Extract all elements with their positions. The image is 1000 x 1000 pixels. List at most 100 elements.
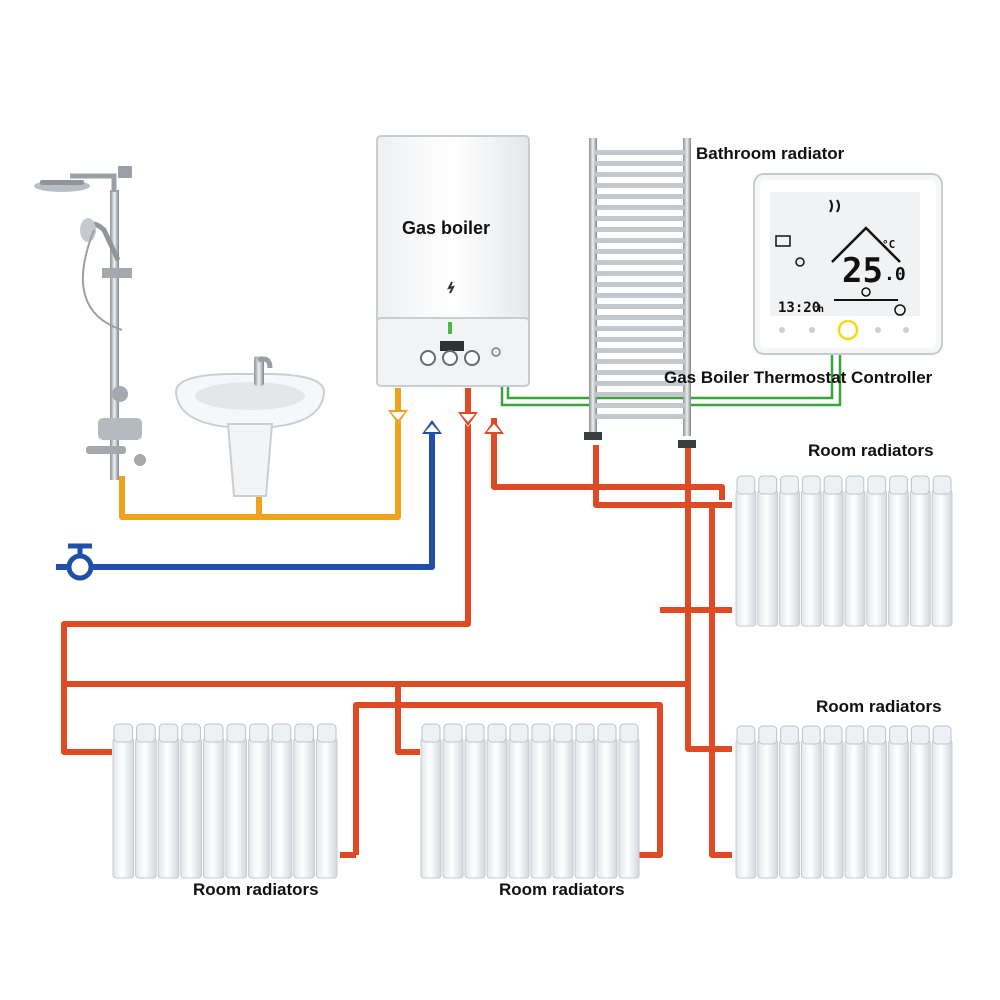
gas-boiler-label: Gas boiler xyxy=(402,218,491,238)
radiator-fin xyxy=(844,739,866,879)
thermostat-unit: °C xyxy=(882,238,895,251)
radiator-fin-top xyxy=(136,723,156,743)
radiator-fin-top xyxy=(421,723,441,743)
radiator-fin xyxy=(888,489,909,627)
radiator-fin xyxy=(866,489,888,627)
radiator-fin-top xyxy=(113,723,134,743)
towel-bar xyxy=(595,381,685,386)
thermostat-temperature: 25 xyxy=(842,251,883,291)
radiator-icon xyxy=(735,725,953,879)
heating-pipes xyxy=(61,388,732,858)
radiator-fin xyxy=(442,737,464,879)
radiator-fin xyxy=(157,737,180,879)
radiator-fin xyxy=(844,489,866,627)
radiator-fin-top xyxy=(181,723,201,743)
radiator-fin xyxy=(779,489,800,627)
radiator-fin-top xyxy=(780,725,799,745)
radiator-fin xyxy=(596,737,618,879)
towel-bar xyxy=(595,172,685,177)
towel-bar xyxy=(595,271,685,276)
radiator-fin xyxy=(618,737,640,879)
towel-radiator-bars xyxy=(595,150,685,419)
radiator-fin-top xyxy=(932,725,952,745)
radiator-fin xyxy=(135,737,157,879)
radiator-icon xyxy=(420,723,640,879)
radiator-fin-top xyxy=(249,723,269,743)
radiator-fin xyxy=(757,739,779,879)
room-radiators-label-right-bottom: Room radiators xyxy=(816,697,942,716)
radiator-fin-top xyxy=(758,725,778,745)
radiator-fin-top xyxy=(845,725,865,745)
radiator-fin-top xyxy=(780,475,799,495)
radiator-fin-top xyxy=(158,723,179,743)
radiator-fin xyxy=(508,737,530,879)
radiator-fin-top xyxy=(736,475,756,495)
towel-bar xyxy=(595,150,685,155)
gas-boiler-icon xyxy=(376,135,530,387)
towel-bar xyxy=(595,183,685,188)
towel-bar xyxy=(595,293,685,298)
radiator-fin xyxy=(866,739,888,879)
towel-bar xyxy=(595,304,685,309)
radiator-fin-top xyxy=(465,723,485,743)
radiator-icon xyxy=(112,723,338,879)
radiator-fin xyxy=(270,737,293,879)
towel-bar xyxy=(595,392,685,397)
towel-bar xyxy=(595,414,685,419)
sink-icon xyxy=(174,356,326,497)
towel-bar xyxy=(595,359,685,364)
radiator-fin-top xyxy=(758,475,778,495)
room-radiators-label-right-top: Room radiators xyxy=(808,441,934,460)
radiator-fin-top xyxy=(226,723,247,743)
valve-icon xyxy=(66,543,94,581)
flow-arrow-icon xyxy=(388,410,504,434)
radiator-fin-top xyxy=(619,723,639,743)
radiator-fin-top xyxy=(823,725,843,745)
radiator-fin xyxy=(822,739,844,879)
radiator-fin-top xyxy=(531,723,551,743)
towel-bar xyxy=(595,315,685,320)
radiator-fin xyxy=(112,737,135,879)
towel-bar xyxy=(595,403,685,408)
radiator-fin-top xyxy=(845,475,865,495)
bathroom-radiator-label: Bathroom radiator xyxy=(696,144,845,163)
radiator-fin xyxy=(180,737,202,879)
thermostat-icon: 25 .0 °C 13:20 h xyxy=(753,173,943,355)
radiator-fin-top xyxy=(203,723,224,743)
flow-arrow-icon xyxy=(390,412,502,434)
radiator-fin-top xyxy=(823,475,843,495)
towel-bar xyxy=(595,194,685,199)
radiator-fin-top xyxy=(736,725,756,745)
towel-bar xyxy=(595,205,685,210)
room-radiators xyxy=(112,475,953,879)
radiator-fin-top xyxy=(867,725,887,745)
room-radiators-label-middle: Room radiators xyxy=(499,880,625,899)
radiator-fin-top xyxy=(867,475,887,495)
thermostat-controller-label: Gas Boiler Thermostat Controller xyxy=(664,368,933,387)
thermostat-time-suffix: h xyxy=(818,304,824,315)
radiator-fin xyxy=(293,737,315,879)
towel-bar xyxy=(595,238,685,243)
radiator-fin-top xyxy=(889,725,908,745)
radiator-fin-top xyxy=(294,723,314,743)
radiator-fin xyxy=(800,489,822,627)
radiator-fin xyxy=(574,737,596,879)
towel-bar xyxy=(595,161,685,166)
radiator-fin-top xyxy=(801,475,821,495)
radiator-fin xyxy=(225,737,248,879)
radiator-fin xyxy=(735,739,757,879)
radiator-fin-top xyxy=(889,475,908,495)
radiator-fin xyxy=(486,737,508,879)
radiator-fin xyxy=(420,737,442,879)
radiator-fin xyxy=(315,737,338,879)
radiator-fin xyxy=(530,737,552,879)
radiator-fin xyxy=(464,737,486,879)
radiator-fin-top xyxy=(597,723,617,743)
towel-bar xyxy=(595,337,685,342)
radiator-fin-top xyxy=(801,725,821,745)
radiator-fin xyxy=(931,489,953,627)
towel-bar xyxy=(595,260,685,265)
radiator-fin xyxy=(202,737,225,879)
towel-bar xyxy=(595,348,685,353)
radiator-fin-top xyxy=(271,723,292,743)
